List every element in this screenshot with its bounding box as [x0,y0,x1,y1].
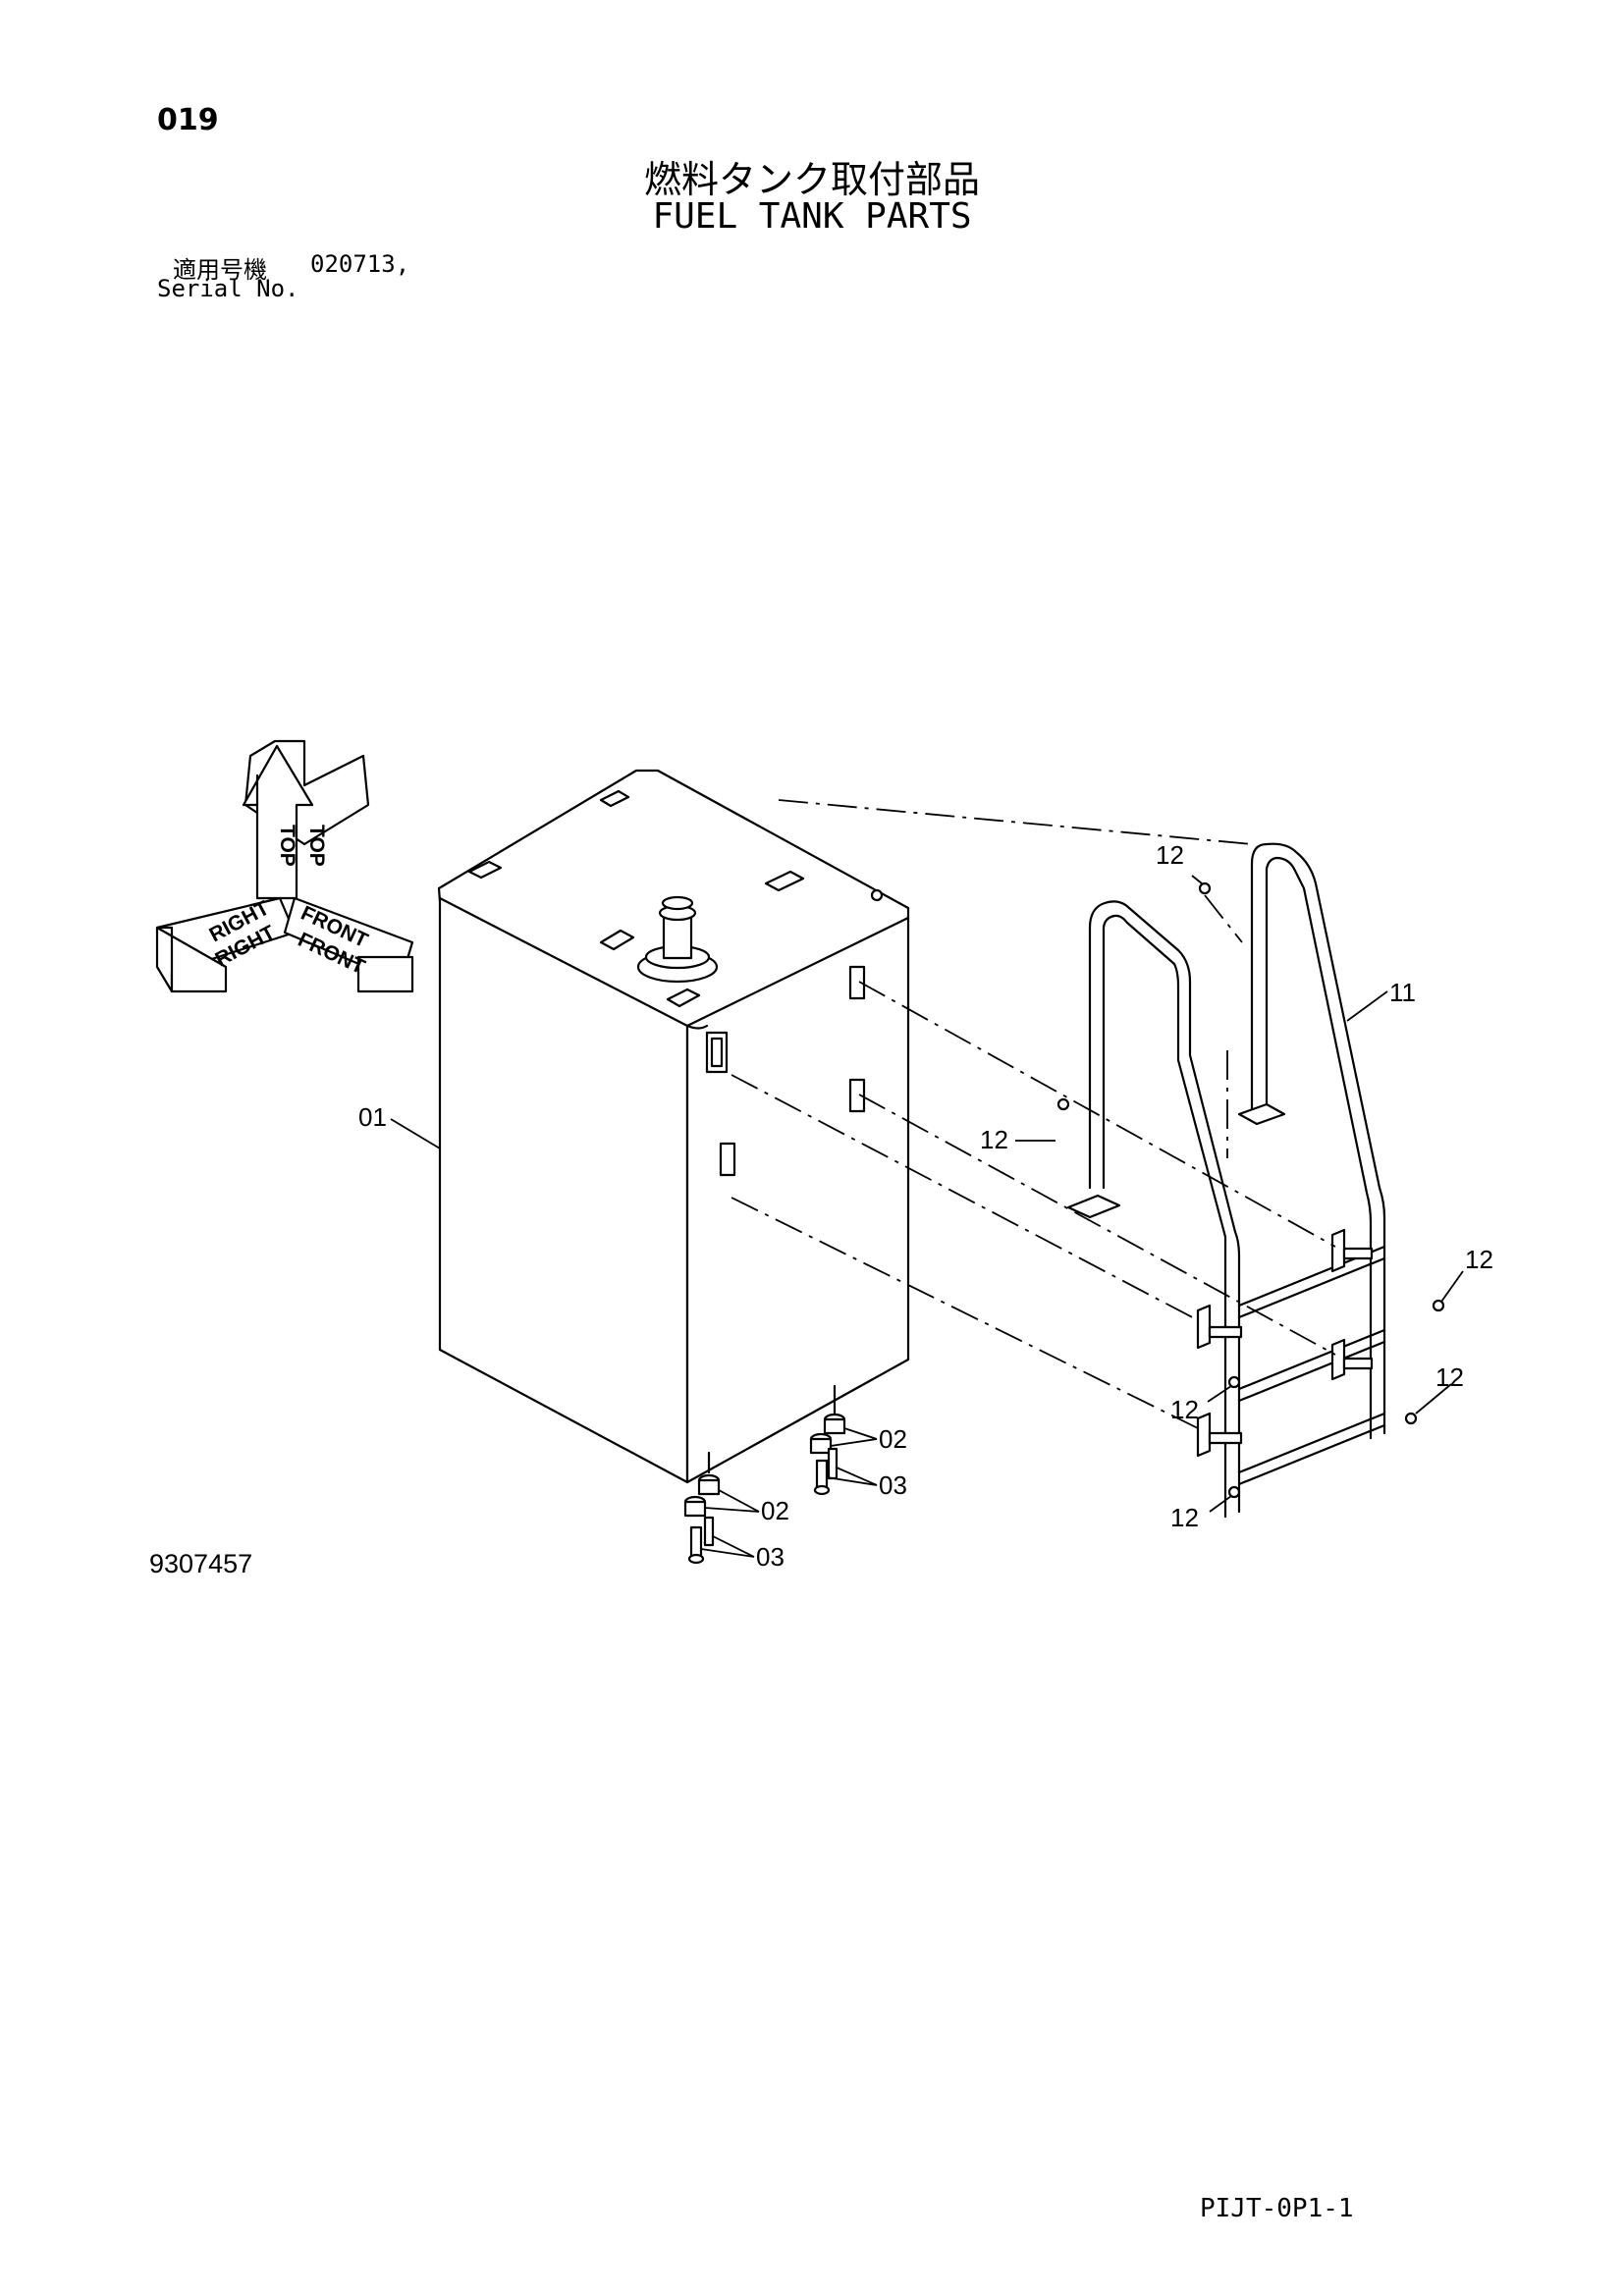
top-arrow-shape [242,744,314,900]
callout-spacer-b: 02 [761,1496,789,1525]
serial-value: 020713, [310,250,410,278]
callout-screw-right-lower: 12 [1435,1362,1464,1392]
page-title-jp: 燃料タンク取付部品 [643,158,980,201]
label-top-1: TOP [276,825,298,867]
callout-screw-left-lower: 12 [1170,1503,1199,1532]
callout-bolt-a: 03 [879,1470,907,1500]
leader-lines [390,875,1464,1558]
drawing-number: 9307457 [149,1549,253,1578]
serial-label-en: Serial No. [157,275,299,302]
mount-hardware [683,1413,846,1565]
callout-tank: 01 [358,1102,387,1132]
callout-ladder: 11 [1389,978,1416,1007]
callout-screw-top: 12 [1156,840,1184,870]
screws [1056,881,1445,1499]
page-number: 019 [157,103,219,137]
page-title-en: FUEL TANK PARTS [652,196,972,237]
callout-screw-mid: 12 [980,1125,1008,1154]
label-top-2: TOP [305,825,328,867]
callout-bolt-b: 03 [756,1542,785,1572]
orientation-indicator: TOP TOP RIGHT RIGHT FRONT FRONT [155,739,414,993]
callout-spacer-a: 02 [879,1424,907,1454]
callout-screw-right-upper: 12 [1465,1245,1493,1274]
callout-screw-left-upper: 12 [1170,1395,1199,1424]
page-code: PIJT-0P1-1 [1200,2194,1354,2223]
ladder [1066,842,1386,1519]
fuel-tank [437,769,910,1484]
serial-label-jp: 適用号機 [173,256,267,284]
assembly-lines [731,799,1336,1429]
